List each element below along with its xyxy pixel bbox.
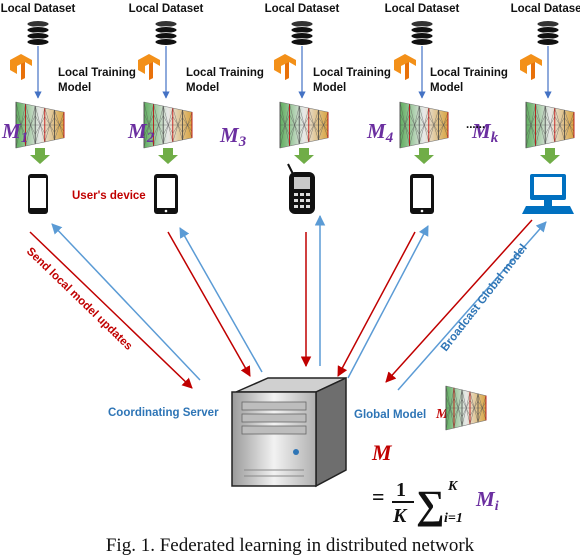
figure-caption: Fig. 1. Federated learning in distribute… <box>106 535 475 556</box>
neural-network-icon <box>279 101 329 149</box>
local-training-label-line2: Model <box>313 82 346 94</box>
local-dataset-label: Local Dataset <box>265 3 340 15</box>
formula-denominator: K <box>392 505 408 527</box>
download-arrows <box>51 214 547 391</box>
upload-arrows <box>29 219 533 389</box>
global-model-network-icon <box>445 385 487 431</box>
local-training-label-line2: Model <box>430 82 463 94</box>
local-training-label-line2: Model <box>186 82 219 94</box>
formula-lower: i=1 <box>444 511 463 526</box>
neural-network-icon <box>399 101 449 149</box>
desktop-computer-icon <box>522 174 574 214</box>
local-dataset-label: Local Dataset <box>385 3 460 15</box>
green-down-arrow <box>30 148 50 164</box>
upload-arrow-1 <box>29 231 193 389</box>
tensorflow-icon <box>520 54 542 80</box>
formula-sum-symbol: ∑ <box>416 482 445 527</box>
database-icon <box>410 20 434 46</box>
model-label-m4: M4 <box>366 119 394 146</box>
upload-arrow-5 <box>385 219 533 383</box>
model-label-mk: Mk <box>471 119 499 146</box>
formula-lhs: M <box>371 440 393 465</box>
local-training-label: Local Training <box>186 67 264 79</box>
local-training-label: Local Training <box>313 67 391 79</box>
local-training-label-line2: Model <box>58 82 91 94</box>
local-training-label: Local Training <box>430 67 508 79</box>
global-model-label: Global Model <box>354 409 426 421</box>
global-model-letter: M <box>435 407 449 422</box>
model-label-m2: M2 <box>127 119 155 146</box>
database-icon <box>154 20 178 46</box>
local-dataset-label: Local Dataset <box>129 3 204 15</box>
neural-network-icon <box>445 385 487 431</box>
model-label-m1: M1 <box>1 119 28 146</box>
tensorflow-icon <box>10 54 32 80</box>
upload-arrow-4 <box>337 231 416 377</box>
tensorflow-icon <box>274 54 296 80</box>
neural-network-icon <box>525 101 575 149</box>
formula-upper: K <box>447 479 459 494</box>
neural-network-icon <box>143 101 193 149</box>
green-down-arrow <box>414 148 434 164</box>
server-icon <box>231 376 347 488</box>
green-down-arrow <box>158 148 178 164</box>
users-device-label: User's device <box>72 190 146 202</box>
tensorflow-icon <box>138 54 160 80</box>
download-arrow-4 <box>347 225 429 379</box>
tablet-icon <box>410 174 434 214</box>
formula-equals: = <box>372 484 385 509</box>
download-arrow-2 <box>179 227 263 373</box>
local-dataset-label: Local Dataset <box>1 3 76 15</box>
local-training-label: Local Training <box>58 67 136 79</box>
download-arrow-5 <box>397 221 547 391</box>
aggregation-formula: M = 1 K ∑ K i=1 Mi <box>371 440 499 527</box>
model-label-m3: M3 <box>219 123 247 150</box>
upload-arrow-2 <box>167 231 251 377</box>
broadcast-label: Broadcast Global model <box>439 242 530 354</box>
green-down-arrow <box>540 148 560 164</box>
database-icon <box>290 20 314 46</box>
feature-phone-icon <box>287 163 315 214</box>
formula-term: Mi <box>475 487 499 514</box>
tensorflow-icon <box>394 54 416 80</box>
formula-numerator: 1 <box>396 479 406 501</box>
server-label: Coordinating Server <box>108 407 219 419</box>
send-updates-label: Send local model updates <box>24 246 134 353</box>
neural-network-icon <box>15 101 65 149</box>
database-icon <box>536 20 560 46</box>
green-down-arrow <box>294 148 314 164</box>
ellipsis: ...... <box>466 119 485 131</box>
smartphone-icon <box>28 174 48 214</box>
database-icon <box>26 20 50 46</box>
download-arrow-1 <box>51 223 201 381</box>
local-dataset-label: Local Dataset <box>511 3 580 15</box>
tablet-icon <box>154 174 178 214</box>
